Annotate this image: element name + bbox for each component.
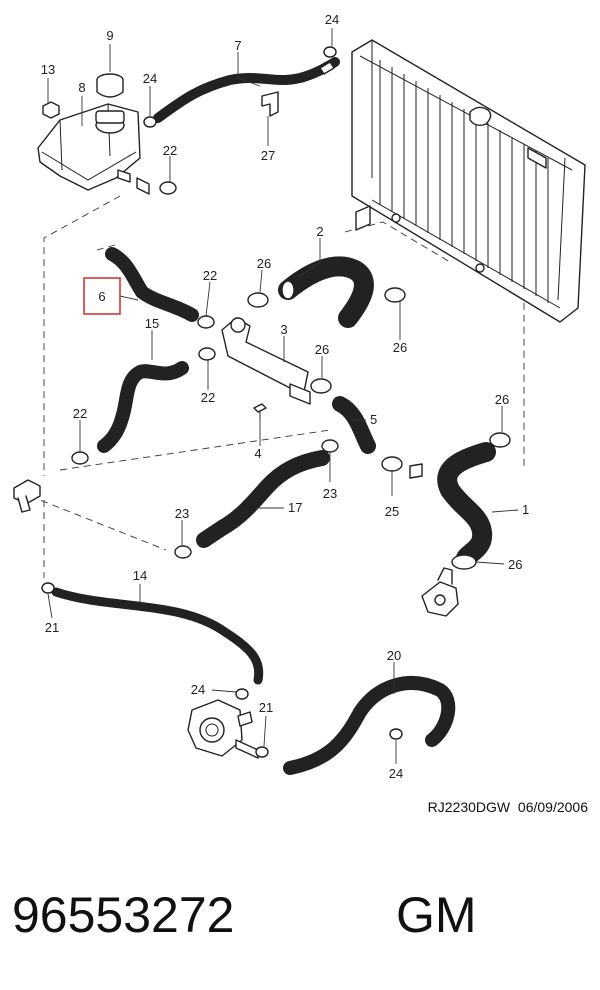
callout-20: 20 xyxy=(387,648,401,663)
callout-17: 17 xyxy=(288,500,302,515)
clamp-24a xyxy=(323,46,337,58)
callout-15: 15 xyxy=(145,316,159,331)
throttle-body xyxy=(187,699,259,759)
hose-20 xyxy=(283,676,456,775)
callout-26-e: 26 xyxy=(508,557,522,572)
pipe-connector xyxy=(13,479,41,513)
hose-17 xyxy=(196,450,330,548)
highlight-box-part-6 xyxy=(83,277,121,315)
hose-15 xyxy=(97,361,189,453)
callout-6: 6 xyxy=(98,289,105,304)
coolant-reservoir xyxy=(37,103,150,195)
thermostat-housing xyxy=(421,567,459,617)
diagram-reference: RJ2230DGW 06/09/2006 xyxy=(428,799,589,815)
callout-8: 8 xyxy=(78,80,85,95)
callout-26-c: 26 xyxy=(315,342,329,357)
bolt-4 xyxy=(253,403,267,420)
callout-23-b: 23 xyxy=(323,486,337,501)
callout-21-a: 21 xyxy=(45,620,59,635)
hose-1 xyxy=(437,442,496,568)
callout-26-a: 26 xyxy=(257,256,271,271)
callout-23-a: 23 xyxy=(175,506,189,521)
callout-22-d: 22 xyxy=(73,406,87,421)
brand-name: GM xyxy=(396,887,477,943)
callout-26-d: 26 xyxy=(495,392,509,407)
callout-13: 13 xyxy=(41,62,55,77)
clamp-23b xyxy=(321,439,339,453)
callout-4: 4 xyxy=(254,446,261,461)
callout-24-c: 24 xyxy=(191,682,205,697)
bolt-13 xyxy=(42,101,60,119)
callout-2: 2 xyxy=(316,224,323,239)
clamp-26c xyxy=(310,378,332,394)
callout-27: 27 xyxy=(261,148,275,163)
callout-26-b: 26 xyxy=(393,340,407,355)
callout-24-a: 24 xyxy=(325,12,339,27)
callout-14: 14 xyxy=(133,568,147,583)
callout-1: 1 xyxy=(522,502,529,517)
clamp-24b xyxy=(143,116,157,128)
hose-7 xyxy=(153,57,340,123)
hose-14 xyxy=(51,587,264,685)
callout-25: 25 xyxy=(385,504,399,519)
clamp-26d xyxy=(489,432,511,448)
leader-lines xyxy=(47,28,519,764)
callout-9: 9 xyxy=(106,28,113,43)
callout-22-a: 22 xyxy=(163,143,177,158)
clamp-22c xyxy=(198,347,216,361)
clamp-22d xyxy=(71,451,89,465)
clamp-21a xyxy=(41,582,55,594)
reservoir-cap xyxy=(96,73,124,98)
callout-22-c: 22 xyxy=(201,390,215,405)
hose-2 xyxy=(278,256,374,328)
radiator-core xyxy=(379,60,549,303)
clamp-22b xyxy=(197,315,215,329)
radiator xyxy=(351,39,586,323)
clamp-22a xyxy=(159,181,177,195)
callout-24-d: 24 xyxy=(389,766,403,781)
pipe-stub-25 xyxy=(409,463,423,479)
part-number: 96553272 xyxy=(12,887,234,943)
clamp-24c xyxy=(235,688,249,700)
clamp-25 xyxy=(381,456,403,472)
callout-21-b: 21 xyxy=(259,700,273,715)
callout-7: 7 xyxy=(234,38,241,53)
callout-3: 3 xyxy=(280,322,287,337)
clamp-26b xyxy=(384,287,406,303)
clamp-24d xyxy=(389,728,403,740)
callout-22-b: 22 xyxy=(203,268,217,283)
hose-5 xyxy=(332,396,376,454)
clamp-26a xyxy=(247,292,269,308)
clamp-21b xyxy=(255,746,269,758)
callout-24-b: 24 xyxy=(143,71,157,86)
callout-5: 5 xyxy=(370,412,377,427)
clamp-26e xyxy=(451,554,477,570)
clamp-23a xyxy=(174,545,192,559)
hose-6 xyxy=(105,247,199,322)
coolant-pipe-3 xyxy=(221,317,311,405)
bracket-27 xyxy=(261,91,279,117)
callout-labels: 13 8 9 24 7 24 27 22 2 26 22 6 3 15 26 2… xyxy=(41,12,529,781)
